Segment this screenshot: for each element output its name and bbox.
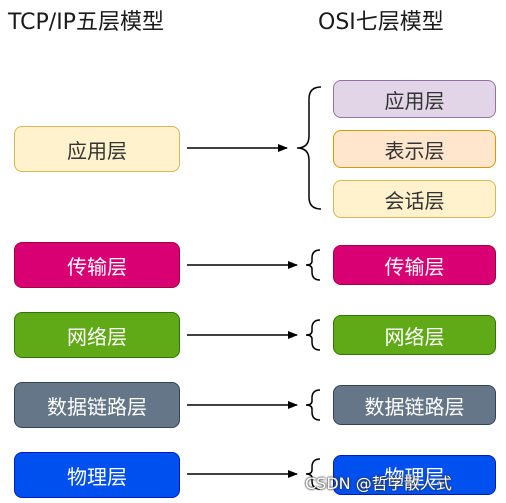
osi-application-layer: 应用层 (333, 80, 496, 118)
tcpip-data-link-layer: 数据链路层 (14, 382, 180, 428)
brace-application-group (296, 86, 322, 210)
brace-network (305, 319, 321, 351)
watermark: CSDN @哲学散人式 (305, 474, 452, 493)
osi-presentation-layer: 表示层 (333, 130, 496, 168)
tcpip-physical-layer: 物理层 (14, 452, 180, 498)
osi-session-layer: 会话层 (333, 180, 496, 218)
osi-data-link-layer: 数据链路层 (333, 385, 496, 425)
osi-physical-layer: 物理层 (333, 455, 496, 495)
brace-physical (305, 458, 321, 490)
brace-data-link (305, 389, 321, 421)
tcpip-network-layer: 网络层 (14, 312, 180, 358)
tcpip-application-layer: 应用层 (14, 126, 180, 172)
osi-transport-layer: 传输层 (333, 245, 496, 285)
tcpip-transport-layer: 传输层 (14, 242, 180, 288)
osi-model-title: OSI七层模型 (318, 10, 444, 35)
tcpip-model-title: TCP/IP五层模型 (8, 10, 164, 35)
osi-network-layer: 网络层 (333, 315, 496, 355)
brace-transport (305, 249, 321, 281)
